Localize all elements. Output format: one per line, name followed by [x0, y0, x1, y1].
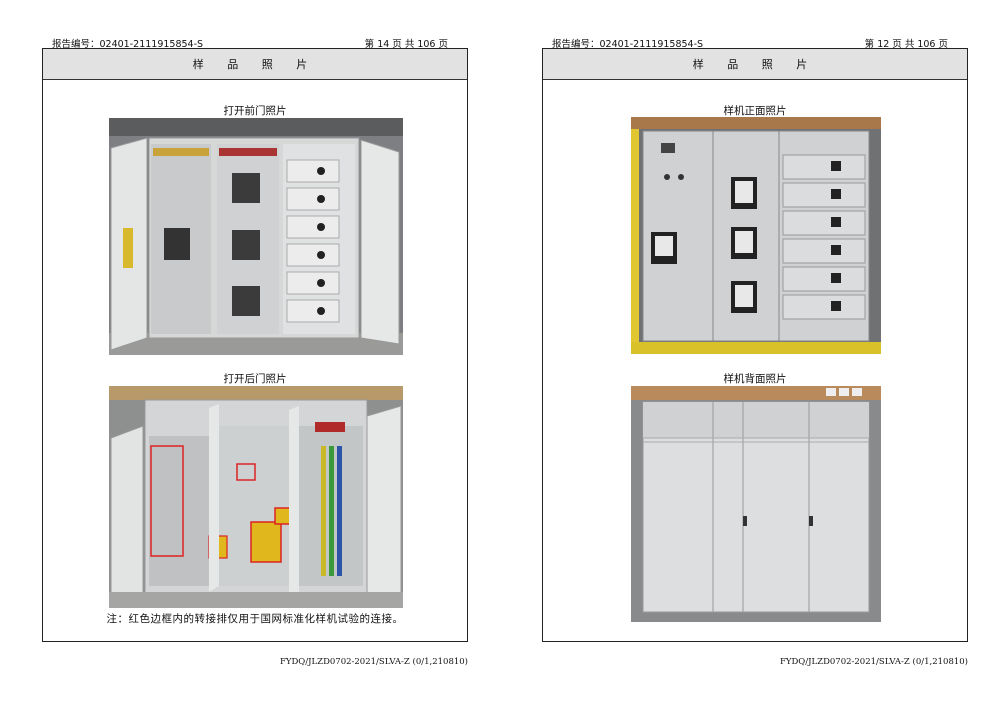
report-number: 报告编号：02401-2111915854-S [52, 39, 204, 50]
page-frame: 样 品 照 片 样机正面照片 [542, 48, 968, 642]
section-title: 样 品 照 片 [43, 49, 467, 80]
page-frame: 样 品 照 片 打开前门照片 [42, 48, 468, 642]
page-number: 第 14 页 共 106 页 [364, 39, 448, 50]
photo-front-doors-open [109, 118, 403, 355]
section-title: 样 品 照 片 [543, 49, 967, 80]
photo-caption-front: 样机正面照片 [723, 105, 787, 117]
form-code-footer: FYDQ/JLZD0702-2021/SLVA-Z (0/1,210810) [779, 657, 968, 667]
photo-caption-back-open: 打开后门照片 [223, 373, 287, 385]
right-page: 报告编号：02401-2111915854-S 第 12 页 共 106 页 样… [500, 0, 1000, 707]
photo-caption-front-open: 打开前门照片 [223, 105, 287, 117]
left-page: 报告编号：02401-2111915854-S 第 14 页 共 106 页 样… [42, 39, 468, 667]
form-code-footer: FYDQ/JLZD0702-2021/SLVA-Z (0/1,210810) [279, 657, 468, 667]
photo-note: 注：红色边框内的转接排仅用于国网标准化样机试验的连接。 [106, 613, 404, 625]
page-number: 第 12 页 共 106 页 [864, 39, 948, 50]
photo-sample-back [631, 386, 881, 622]
photo-rear-doors-open [109, 386, 403, 608]
photo-sample-front [631, 117, 881, 354]
photo-caption-back: 样机背面照片 [723, 373, 787, 385]
report-number: 报告编号：02401-2111915854-S [552, 39, 704, 50]
